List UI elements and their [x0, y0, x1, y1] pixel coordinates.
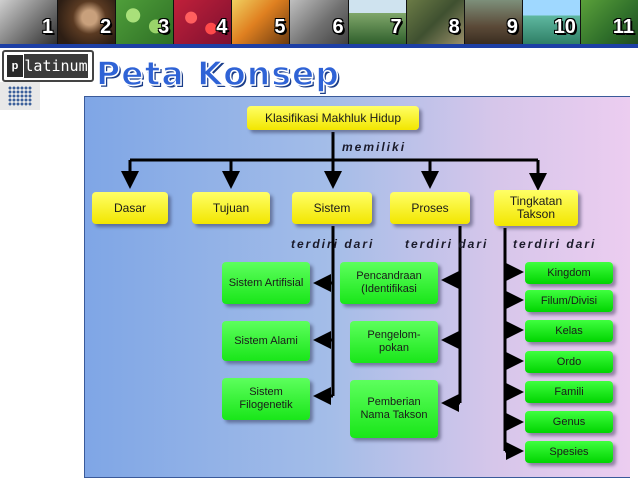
- takson-item-genus: Genus: [525, 411, 613, 433]
- relation-label-sistem: terdiri dari: [291, 237, 375, 251]
- page-title: Peta Konsep: [95, 53, 340, 94]
- takson-item-kelas: Kelas: [525, 320, 613, 342]
- chapter-number: 7: [390, 16, 402, 38]
- relation-label-takson: terdiri dari: [513, 237, 597, 251]
- chapter-number: 9: [506, 16, 518, 38]
- chapter-tile-2[interactable]: 2: [58, 0, 117, 44]
- takson-item-famili: Famili: [525, 381, 613, 403]
- root-node: Klasifikasi Makhluk Hidup: [247, 106, 419, 130]
- chapter-number: 11: [612, 16, 635, 38]
- chapter-number: 1: [41, 16, 54, 38]
- logo-frame: p latinum: [2, 50, 94, 82]
- chapter-tile-8[interactable]: 8: [406, 0, 465, 44]
- chapter-tile-10[interactable]: 10: [522, 0, 581, 44]
- panel-right-margin: [630, 96, 638, 479]
- chapter-tile-4[interactable]: 4: [174, 0, 233, 44]
- takson-item-ordo: Ordo: [525, 351, 613, 373]
- chapter-tile-6[interactable]: 6: [290, 0, 349, 44]
- chapter-tile-3[interactable]: 3: [116, 0, 175, 44]
- chapter-tile-1[interactable]: 1: [0, 0, 59, 44]
- chapter-number: 5: [274, 16, 286, 38]
- takson-item-kingdom: Kingdom: [525, 262, 613, 284]
- chapter-number: 10: [553, 16, 576, 38]
- proses-item-pengelompokan: Pengelom-pokan: [350, 321, 438, 363]
- branch-tujuan: Tujuan: [192, 192, 270, 224]
- platinum-logo: p latinum: [0, 48, 94, 82]
- takson-item-spesies: Spesies: [525, 441, 613, 463]
- chapter-number: 3: [158, 16, 170, 38]
- relation-label-proses: terdiri dari: [405, 237, 489, 251]
- dot-grid-icon: [0, 82, 40, 110]
- photo-strip: 1 2 3 4 5 6 7 8 9 10 11: [0, 0, 638, 44]
- sistem-item-filogenetik: Sistem Filogenetik: [222, 378, 310, 420]
- sistem-item-alami: Sistem Alami: [222, 321, 310, 361]
- logo-mark: p: [7, 55, 23, 77]
- branch-proses: Proses: [390, 192, 470, 224]
- branch-dasar: Dasar: [92, 192, 168, 224]
- branch-tingkatan-takson: Tingkatan Takson: [494, 190, 578, 226]
- logo-text: latinum: [24, 54, 88, 78]
- relation-label-root: memiliki: [342, 140, 407, 154]
- chapter-number: 2: [100, 16, 112, 38]
- chapter-tile-5[interactable]: 5: [232, 0, 291, 44]
- chapter-tile-11[interactable]: 11: [580, 0, 638, 44]
- chapter-tile-9[interactable]: 9: [464, 0, 523, 44]
- chapter-number: 8: [448, 16, 460, 38]
- header-rule: [0, 44, 638, 48]
- chapter-number: 4: [216, 16, 228, 38]
- chapter-number: 6: [332, 16, 344, 38]
- branch-sistem: Sistem: [292, 192, 372, 224]
- proses-item-pemberian-nama: Pemberian Nama Takson: [350, 380, 438, 438]
- takson-item-filum: Filum/Divisi: [525, 290, 613, 312]
- sistem-item-artifisial: Sistem Artifisial: [222, 262, 310, 304]
- chapter-tile-7[interactable]: 7: [348, 0, 407, 44]
- proses-item-pencandraan: Pencandraan (Identifikasi: [340, 262, 438, 304]
